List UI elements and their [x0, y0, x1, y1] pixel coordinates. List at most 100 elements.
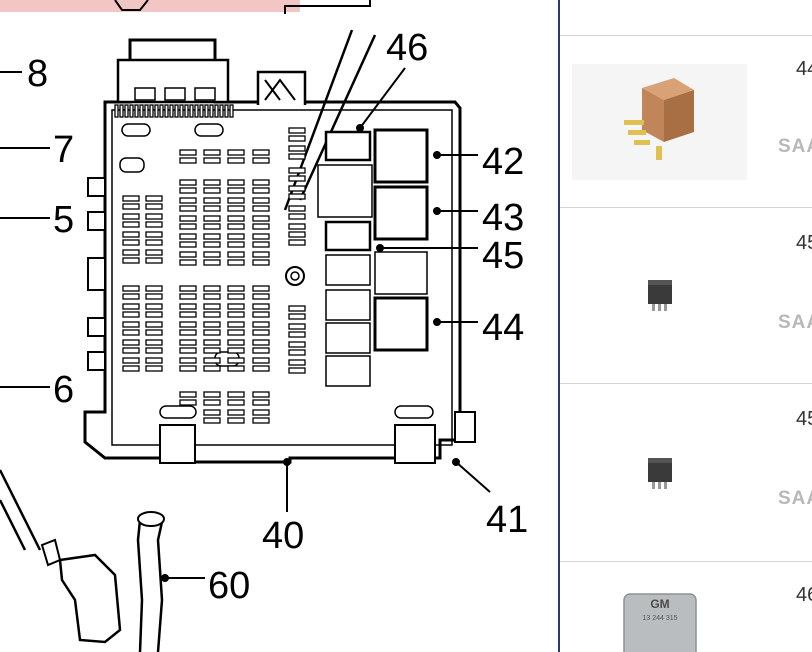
fuse-slot	[179, 233, 197, 240]
callout-41: 41	[486, 499, 528, 541]
fuse-slot	[179, 179, 197, 186]
fuse-slot	[227, 241, 245, 248]
fuse-slot	[145, 221, 163, 228]
fuse-slot	[227, 285, 245, 292]
fuse-slot	[227, 357, 245, 364]
fuse-slot	[252, 303, 270, 310]
fuse-slot	[179, 241, 197, 248]
fuse-slot	[252, 365, 270, 372]
fuse-slot	[145, 239, 163, 246]
fuse-slot	[227, 347, 245, 354]
fuse-slot	[203, 241, 221, 248]
fuse-slot	[252, 241, 270, 248]
fuse-slot	[134, 104, 139, 118]
fuse-slot-grid	[114, 104, 306, 424]
fuse-slot	[288, 153, 306, 160]
fuse-slot	[288, 145, 306, 152]
fuse-slot	[203, 409, 221, 416]
fuse-slot	[179, 347, 197, 354]
fuse-slot	[179, 357, 197, 364]
fuse-slot	[122, 347, 140, 354]
relay-brown-icon[interactable]	[572, 64, 747, 180]
part-row-46[interactable]: GM 13 244 315 46	[560, 562, 812, 652]
fuse-slot	[288, 341, 306, 348]
fuse-slot	[189, 104, 194, 118]
part-row-45b[interactable]: 45 SAAB	[560, 384, 812, 562]
list-row-top	[560, 0, 812, 36]
callout-60: 60	[208, 565, 250, 607]
fuse-slot	[224, 104, 229, 118]
part-number: 46	[796, 584, 812, 606]
fuse-slot	[145, 249, 163, 256]
cable-connector-60	[0, 469, 165, 652]
fuse-slot	[252, 339, 270, 346]
fuse-slot	[227, 417, 245, 424]
fuse-slot	[252, 197, 270, 204]
fuse-slot	[227, 187, 245, 194]
fuse-slot	[227, 311, 245, 318]
fuse-slot	[203, 197, 221, 204]
fuse-slot	[227, 391, 245, 398]
fuse-slot	[288, 167, 306, 174]
brand-label: SAAB	[778, 488, 812, 509]
fuse-slot	[154, 104, 159, 118]
fuse-slot	[122, 339, 140, 346]
relay-black-icon[interactable]	[572, 226, 747, 366]
fuse-slot	[122, 257, 140, 264]
fuse-slot	[288, 185, 306, 192]
fuse-slot	[227, 409, 245, 416]
fuse-slot	[169, 104, 174, 118]
fuse-slot	[179, 329, 197, 336]
callout-7: 7	[53, 129, 74, 171]
fuse-slot	[179, 365, 197, 372]
fuse-slot	[144, 104, 149, 118]
fuse-slot	[145, 195, 163, 202]
fuse-slot	[122, 249, 140, 256]
relay-gray-gm-icon[interactable]: GM 13 244 315	[572, 590, 747, 652]
part-row-44[interactable]: 44 SAAB	[560, 36, 812, 208]
relay-black-icon[interactable]	[572, 404, 747, 544]
part-row-45a[interactable]: 45 SAAB	[560, 208, 812, 384]
fuse-slot	[252, 357, 270, 364]
fuse-slot	[252, 259, 270, 266]
fuse-slot	[252, 399, 270, 406]
fuse-slot	[288, 331, 306, 338]
gutter	[530, 0, 558, 652]
fuse-slot	[145, 293, 163, 300]
fuse-slot	[209, 104, 214, 118]
callout-40: 40	[262, 515, 304, 557]
gm-logo-text: GM	[650, 597, 669, 611]
fuse-slot	[227, 197, 245, 204]
fuse-slot	[252, 311, 270, 318]
fuse-slot	[204, 104, 209, 118]
fuse-slot	[252, 285, 270, 292]
fuse-slot	[288, 193, 306, 200]
fuse-slot	[203, 149, 221, 156]
fuse-slot	[145, 285, 163, 292]
fuse-slot	[227, 233, 245, 240]
fuse-slot	[124, 104, 129, 118]
fuse-slot	[203, 347, 221, 354]
fuse-slot	[288, 223, 306, 230]
fuse-slot	[288, 127, 306, 134]
fuse-slot	[119, 104, 124, 118]
fuse-slot	[179, 293, 197, 300]
fuse-slot	[145, 203, 163, 210]
fuse-slot	[229, 104, 234, 118]
fuse-slot	[252, 179, 270, 186]
fuse-slot	[203, 357, 221, 364]
fuse-slot	[179, 104, 184, 118]
parts-list-panel[interactable]: 44 SAAB 45 SAAB 45 SAAB	[558, 0, 812, 652]
fuse-slot	[288, 367, 306, 374]
fuse-slot	[179, 303, 197, 310]
diagram-svg: 8 7 5 6 46 42 43 45 44 40 41 60	[0, 0, 528, 652]
fuse-slot	[179, 321, 197, 328]
fuse-slot	[252, 347, 270, 354]
fuse-slot	[252, 251, 270, 258]
fuse-slot	[122, 239, 140, 246]
fuse-slot	[203, 233, 221, 240]
callout-42: 42	[482, 141, 524, 183]
fuse-slot	[159, 104, 164, 118]
fuse-slot	[288, 231, 306, 238]
fuse-slot	[227, 259, 245, 266]
